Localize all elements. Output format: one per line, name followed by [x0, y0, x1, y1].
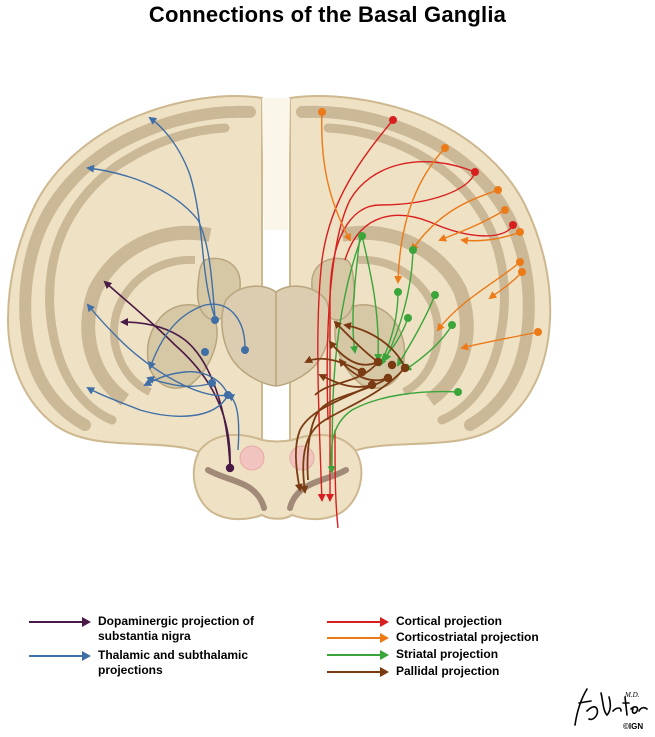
corticostriatal-cell	[494, 186, 502, 194]
pallidal-cell	[400, 363, 410, 373]
pallidal-cell	[367, 380, 377, 390]
legend-label: Striatal projection	[396, 647, 499, 661]
thalamic-pathway	[148, 116, 216, 319]
pallidal-pathway	[306, 377, 389, 481]
corticostriatal-pathway	[321, 111, 351, 242]
striatal-cell	[404, 314, 412, 322]
corticostriatal-projections	[318, 108, 542, 351]
corticostriatal-cell	[318, 108, 326, 116]
legend-pallidal: Pallidal projection	[326, 664, 499, 679]
legend-dopaminergic: Dopaminergic projection of substantia ni…	[28, 614, 254, 644]
pallidal-pathway	[343, 322, 406, 369]
corticostriatal-pathway	[436, 261, 521, 332]
striatal-arrow-icon	[327, 650, 389, 660]
cortical-pathway	[326, 161, 476, 421]
pallidal-cell	[357, 367, 367, 377]
left-cortex-ribbon	[19, 105, 256, 431]
corticostriatal-cell	[518, 268, 526, 276]
pallidal-pathway	[304, 355, 363, 373]
striatal-pathway	[384, 249, 414, 362]
dopaminergic-arrow-icon	[29, 617, 91, 627]
dopaminergic-pathway	[103, 280, 231, 469]
cortical-cell	[389, 116, 397, 124]
thalamic-pathway	[148, 303, 246, 370]
brain-section	[6, 95, 552, 521]
pallidal-cell	[373, 357, 383, 367]
thalamic-projections	[86, 116, 249, 451]
cortical-cell	[509, 221, 517, 229]
page-title: Connections of the Basal Ganglia	[148, 2, 507, 27]
striatal-pathway	[361, 235, 383, 362]
corticostriatal-cell	[441, 144, 449, 152]
thalamic-pathway	[86, 386, 229, 417]
corticostriatal-pathway	[460, 231, 521, 245]
legend-corticostriatal: Corticostriatal projection	[326, 630, 539, 645]
corticostriatal-cell	[534, 328, 542, 336]
striatal-cell	[358, 232, 366, 240]
substantia-nigra-cell	[225, 463, 235, 473]
right-cortex-ribbon	[296, 105, 535, 431]
dopaminergic-pathway	[120, 318, 231, 469]
striatal-cell	[448, 321, 456, 329]
corticostriatal-cell	[516, 228, 524, 236]
legend-label: Dopaminergic projection of substantia ni…	[98, 614, 255, 643]
pallidal-pathway	[328, 340, 379, 366]
legend-thalamic: Thalamic and subthalamic projections	[28, 648, 248, 678]
legend-label: Corticostriatal projection	[396, 630, 539, 644]
cortical-pathway	[344, 214, 514, 261]
pallidal-cell	[383, 373, 393, 383]
striatal-pathway	[403, 324, 453, 372]
thalamic-arrow-icon	[29, 651, 91, 661]
striatal-cell	[409, 246, 417, 254]
thalamic-cell	[201, 348, 209, 356]
thalamic-cell	[241, 346, 249, 354]
pallidal-projections	[294, 320, 410, 494]
legend-striatal: Striatal projection	[326, 647, 498, 662]
striatal-pathway	[380, 317, 409, 362]
pallidal-cell	[387, 360, 397, 370]
netter-signature-logo: M.D. ©IGN	[574, 688, 648, 731]
corticostriatal-pathway	[394, 147, 446, 284]
cortical-pathway	[334, 429, 339, 529]
thalamic-cell	[224, 391, 232, 399]
thalamic-pathway	[86, 164, 216, 319]
corticostriatal-pathway	[438, 209, 506, 242]
legend-cortical: Cortical projection	[326, 614, 502, 629]
striatal-cell	[431, 291, 439, 299]
dopaminergic-projections	[103, 280, 235, 473]
svg-text:©IGN: ©IGN	[623, 722, 643, 731]
striatal-cell	[394, 288, 402, 296]
thalamic-pathway	[86, 303, 229, 397]
corticostriatal-cell	[516, 258, 524, 266]
thalamic-cell	[211, 316, 219, 324]
pallidal-pathway	[318, 374, 373, 388]
striatal-cell	[454, 388, 462, 396]
right-subthalamic-nucleus	[289, 445, 315, 471]
legend-label: Pallidal projection	[396, 664, 500, 678]
pallidal-pathway	[314, 361, 379, 396]
thalamic-pathway	[143, 371, 229, 396]
thalamic-cell	[208, 379, 216, 387]
corticostriatal-pathway	[410, 189, 499, 252]
cortical-cell	[471, 168, 479, 176]
legend-label: Cortical projection	[396, 614, 503, 628]
striatal-pathway	[331, 235, 363, 471]
pallidal-arrow-icon	[327, 667, 389, 677]
corticostriatal-arrow-icon	[327, 633, 389, 643]
legend-label: Thalamic and subthalamic projections	[98, 648, 249, 677]
cortical-arrow-icon	[327, 617, 389, 627]
pallidal-pathway	[300, 367, 406, 494]
corticostriatal-cell	[501, 206, 509, 214]
svg-text:M.D.: M.D.	[624, 691, 640, 699]
corticostriatal-pathway	[460, 331, 539, 351]
pallidal-pathway	[294, 384, 373, 492]
pallidal-pathway	[333, 320, 379, 363]
striatal-pathway	[396, 294, 436, 367]
left-subthalamic-nucleus	[239, 445, 265, 471]
cortical-projections	[317, 116, 517, 529]
cortical-pathway	[317, 119, 394, 502]
corticostriatal-pathway	[488, 271, 523, 300]
substantia-nigra	[205, 467, 267, 511]
